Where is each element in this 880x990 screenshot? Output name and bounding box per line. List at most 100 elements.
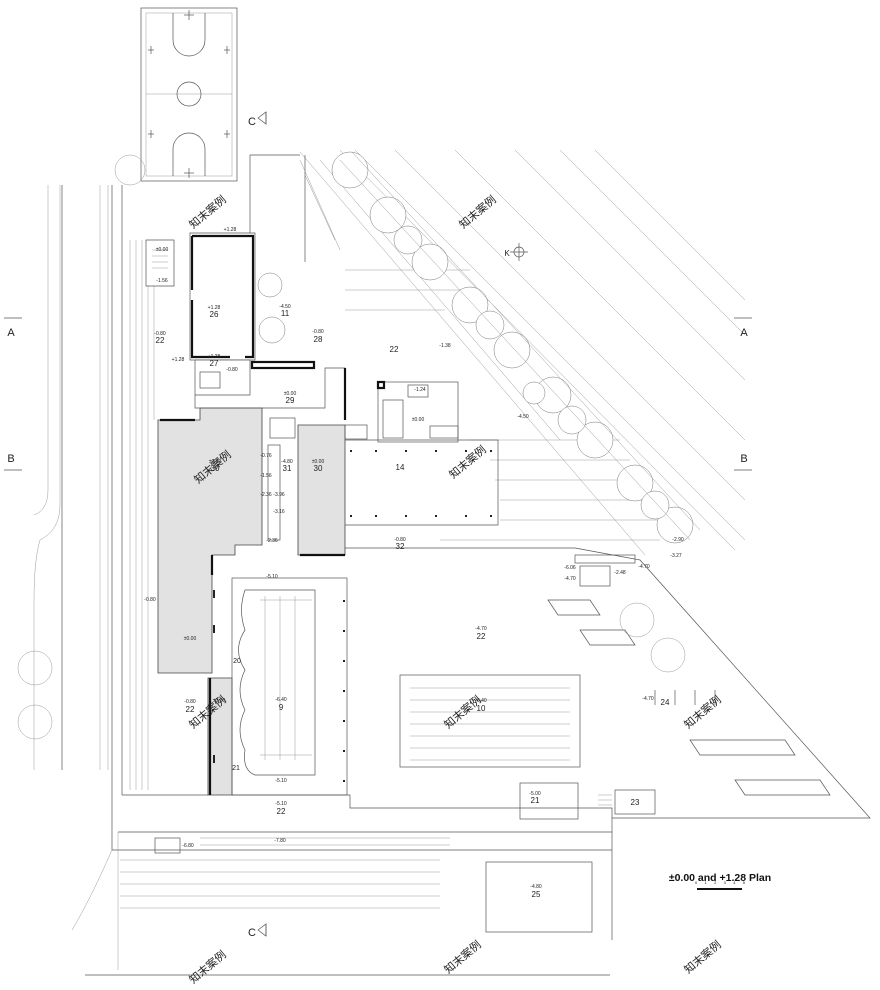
svg-text:B: B (7, 453, 14, 465)
room-11-lvl: -4.50 (279, 304, 291, 310)
outdoor-pool-10 (399, 674, 581, 768)
svg-text:-5.10: -5.10 (266, 574, 278, 580)
swimming-pool-9 (231, 577, 348, 796)
tree-row (257, 151, 701, 544)
svg-text:-4.50: -4.50 (517, 414, 529, 420)
svg-text:-2.48: -2.48 (614, 570, 626, 576)
section-marker-k: K (504, 243, 528, 261)
plan-title: ±0.00 and +1.28 Plan (668, 872, 772, 884)
room-22-e-lvl: -5.10 (275, 801, 287, 807)
svg-text:知末案例: 知末案例 (446, 442, 489, 481)
room-24-lvl: -4.70 (642, 696, 654, 702)
section-marker-b-right: B (734, 453, 752, 471)
room-30-b-lvl: ±0.00 (312, 459, 325, 465)
section-marker-a-right: A (734, 317, 752, 339)
svg-text:-6.06: -6.06 (564, 565, 576, 571)
road-left (17, 185, 123, 850)
room-21-a-num: 21 (232, 765, 240, 772)
svg-text:B: B (740, 453, 747, 465)
room-29-lvl: ±0.00 (284, 391, 297, 397)
svg-text:-2.90: -2.90 (672, 537, 684, 543)
deck-hatching (120, 240, 660, 909)
room-22-c-lvl: -4.70 (475, 626, 487, 632)
svg-text:±0.00: ±0.00 (412, 417, 425, 423)
svg-text:K: K (504, 249, 510, 258)
svg-text:+1.28: +1.28 (172, 357, 185, 363)
svg-text:-3.27: -3.27 (670, 553, 682, 559)
room-27-num: 27 (210, 359, 219, 368)
svg-text:±0.00: ±0.00 (213, 698, 226, 704)
svg-text:-0.76: -0.76 (260, 453, 272, 459)
svg-text:知末案例: 知末案例 (186, 947, 229, 986)
svg-text:-0.80: -0.80 (226, 367, 238, 373)
scale-segment (697, 888, 706, 890)
svg-text:±0.00: ±0.00 (184, 636, 197, 642)
section-marker-c-bottom: C (248, 923, 267, 939)
room-9-lvl: -6.40 (275, 697, 287, 703)
room-24-num: 24 (661, 698, 670, 707)
room-22-c-num: 22 (477, 632, 486, 641)
section-marker-c-top: C (248, 111, 267, 128)
svg-text:-1.24: -1.24 (414, 387, 426, 393)
room-30-b-num: 30 (314, 464, 323, 473)
scale-label: 3 (723, 880, 726, 885)
room-22-a-num: 22 (156, 336, 165, 345)
room-30-a-num: 30 (211, 464, 220, 473)
scale-label: 1 (704, 880, 707, 885)
room-10-num: 10 (477, 704, 486, 713)
scale-segment (706, 888, 715, 890)
site-boundary (71, 149, 871, 976)
svg-text:-1.38: -1.38 (439, 343, 451, 349)
room-26-num: 26 (210, 310, 219, 319)
svg-text:A: A (7, 327, 15, 339)
svg-text:-2.36: -2.36 (266, 538, 278, 544)
svg-text:知末案例: 知末案例 (186, 192, 229, 231)
scale-label: 4 (733, 880, 736, 885)
svg-text:知末案例: 知末案例 (681, 692, 724, 731)
svg-text:-4.70: -4.70 (564, 576, 576, 582)
room-32-lvl: -0.80 (394, 537, 406, 543)
svg-text:-5.10: -5.10 (275, 778, 287, 784)
room-32-num: 32 (396, 542, 405, 551)
svg-text:-3.16: -3.16 (273, 509, 285, 515)
room-labels: 22 -0.80 26 +1.28 11 -4.50 28 -0.80 22 2… (154, 304, 670, 899)
spot-levels: ±0.00 -1.56 +1.28 -1.38 -0.80 -1.24 ±0.0… (144, 227, 684, 849)
room-22-d-num: 22 (186, 705, 195, 714)
scale-labels: 0 1 2 3 4 5 (695, 880, 745, 885)
pavilion-14 (344, 380, 499, 526)
scale-label: 0 (695, 880, 698, 885)
svg-text:-0.80: -0.80 (144, 597, 156, 603)
lower-structures (154, 782, 656, 933)
room-22-b-num: 22 (390, 345, 399, 354)
room-21-b-lvl: -5.00 (529, 791, 541, 797)
svg-text:A: A (740, 327, 748, 339)
room-26-lvl: +1.28 (208, 305, 221, 311)
room-28-num: 28 (314, 335, 323, 344)
scale-segment (733, 888, 742, 890)
plan-title-block: ±0.00 and +1.28 Plan 0 1 2 3 4 5 (640, 872, 800, 892)
room-23-num: 23 (631, 798, 640, 807)
svg-text:C: C (248, 927, 256, 939)
room-22-e-num: 22 (277, 807, 286, 816)
room-27-lvl: +1.28 (208, 354, 221, 360)
section-marker-b-left: B (4, 453, 22, 471)
svg-text:知末案例: 知末案例 (681, 937, 724, 976)
svg-text:-2.36: -2.36 (260, 492, 272, 498)
svg-text:-6.80: -6.80 (182, 843, 194, 849)
room-31-lvl: -4.80 (281, 459, 293, 465)
scale-label: 2 (714, 880, 717, 885)
room-25-lvl: -4.80 (530, 884, 542, 890)
room-22-a-lvl: -0.80 (154, 331, 166, 337)
room-31-num: 31 (283, 464, 292, 473)
room-10-lvl: -6.40 (475, 698, 487, 704)
svg-text:±0.00: ±0.00 (156, 247, 169, 253)
room-21-b-num: 21 (531, 796, 540, 805)
scale-segment (715, 888, 724, 890)
scale-bar: 0 1 2 3 4 5 (695, 880, 745, 892)
scale-segment (724, 888, 733, 890)
svg-text:-4.70: -4.70 (638, 564, 650, 570)
room-29-num: 29 (286, 396, 295, 405)
svg-text:+1.28: +1.28 (224, 227, 237, 233)
room-28-lvl: -0.80 (312, 329, 324, 335)
